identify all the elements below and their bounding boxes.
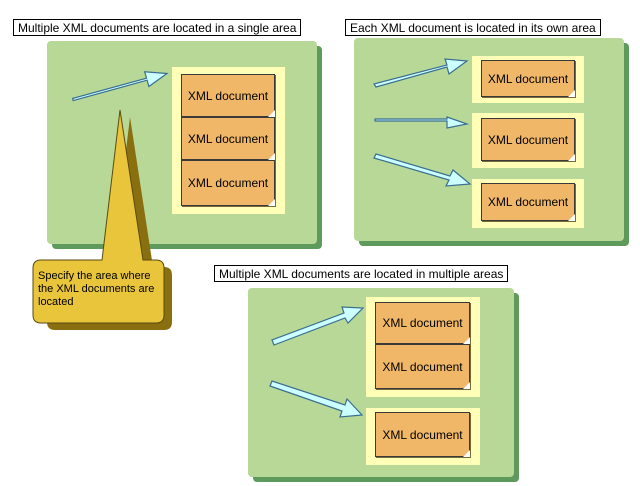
xml-document: XML document	[375, 344, 470, 389]
arrow-right-icon	[271, 306, 365, 346]
title-multiple-areas: Multiple XML documents are located in mu…	[214, 265, 509, 282]
callout-bubble	[32, 109, 165, 324]
xml-document: XML document	[181, 160, 275, 206]
xml-document: XML document	[481, 118, 575, 161]
arrow-right-icon	[374, 116, 470, 129]
xml-document: XML document	[481, 60, 575, 97]
xml-document: XML document	[375, 412, 470, 457]
arrow-right-icon	[373, 153, 472, 187]
arrow-right-icon	[71, 71, 169, 102]
xml-document: XML document	[375, 302, 470, 344]
xml-document: XML document	[181, 74, 275, 117]
title-own-area: Each XML document is located in its own …	[345, 19, 601, 36]
callout	[32, 109, 172, 330]
callout-text: Specify the area where the XML documents…	[38, 270, 155, 308]
xml-document: XML document	[181, 117, 275, 160]
title-single-area: Multiple XML documents are located in a …	[13, 19, 302, 36]
arrow-right-icon	[373, 58, 469, 88]
xml-document: XML document	[481, 183, 575, 221]
arrow-right-icon	[269, 380, 364, 418]
